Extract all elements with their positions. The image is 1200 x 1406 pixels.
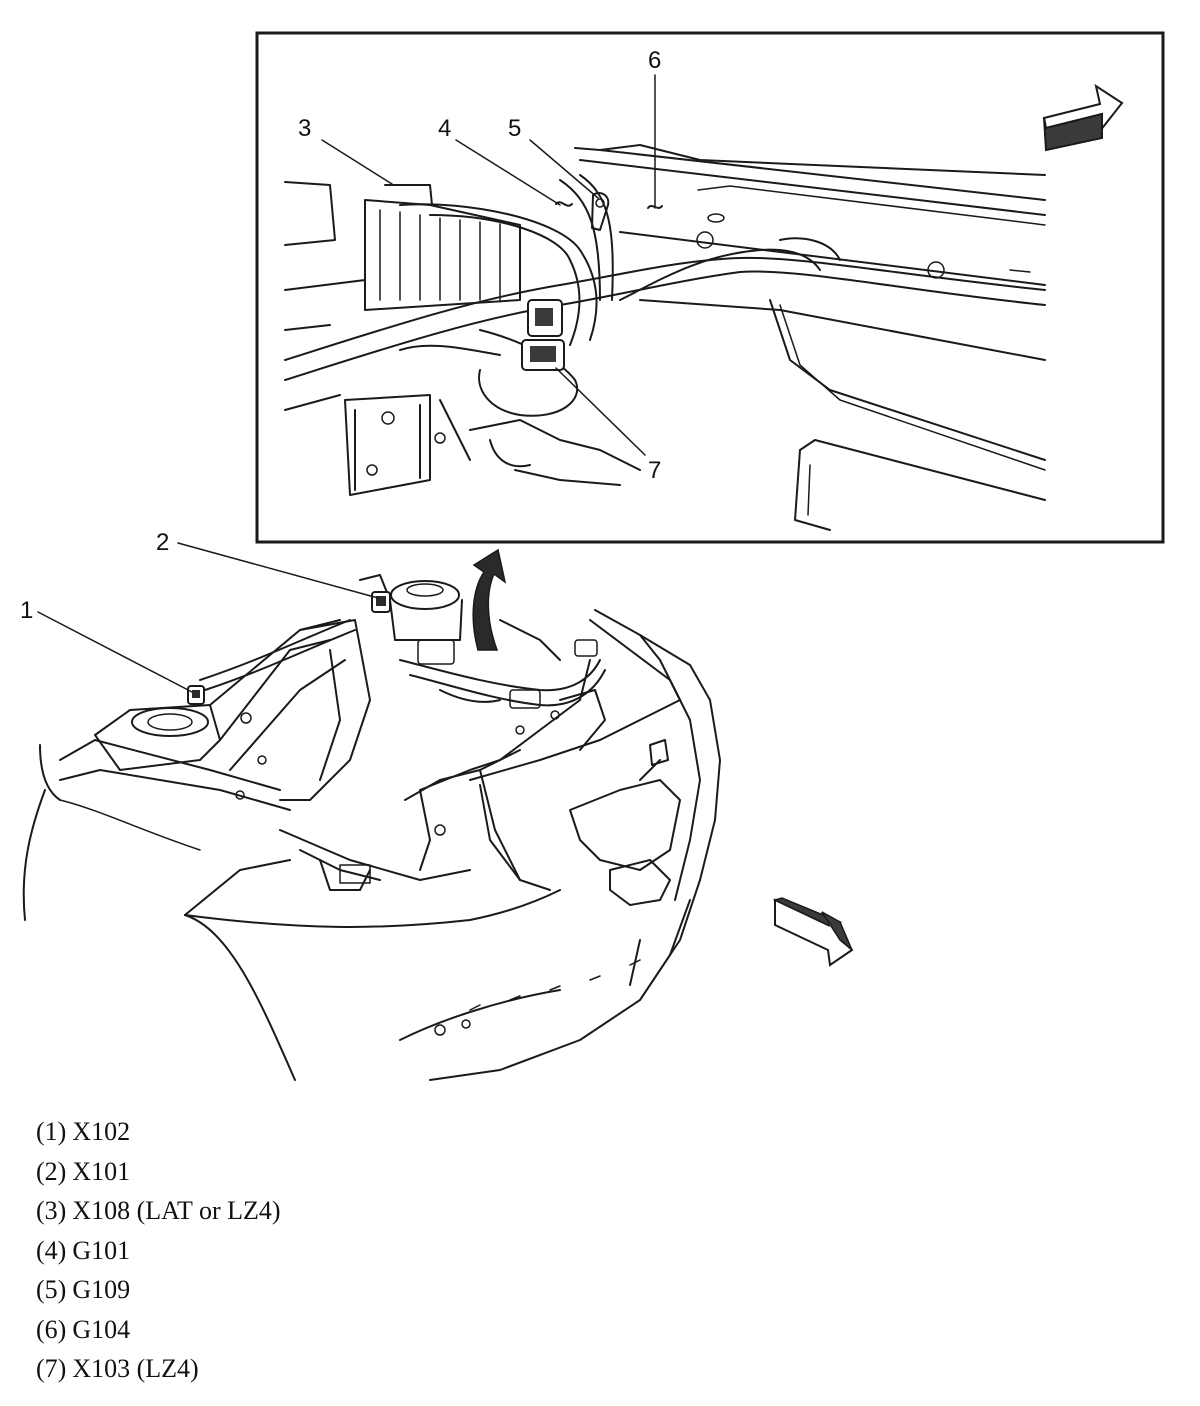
inset-ground-terminal-g109: [591, 192, 610, 231]
leader-line-2: [177, 542, 379, 599]
inset-connector-upper: [527, 299, 563, 337]
leader-line-7: [555, 367, 646, 456]
left-strut-tower: [59, 619, 346, 811]
connector-location-diagram: 1 2 3 4 5 6 7: [20, 31, 1165, 1081]
legend-text: X102: [72, 1117, 131, 1146]
inset-fuse-block-bracket: [284, 181, 521, 331]
legend-text: X108 (LAT or LZ4): [72, 1196, 281, 1225]
callout-label-7: 7: [648, 457, 661, 484]
legend-number: (2): [36, 1156, 67, 1186]
legend-item-3: (3)X108 (LAT or LZ4): [36, 1191, 281, 1231]
legend-item-2: (2)X101: [36, 1152, 281, 1192]
radiator-support: [279, 829, 471, 891]
legend-list: (1)X102 (2)X101 (3)X108 (LAT or LZ4) (4)…: [36, 1112, 281, 1389]
legend-number: (1): [36, 1117, 67, 1146]
callout-label-2: 2: [156, 529, 169, 556]
legend-item-1: (1)X102: [36, 1112, 281, 1152]
engine-wiring-harness: [199, 574, 606, 709]
legend-text: G104: [72, 1314, 131, 1344]
left-fender: [22, 744, 296, 1081]
legend-item-5: (5)G109: [36, 1270, 281, 1310]
detail-inset-frame: [255, 31, 1165, 544]
legend-number: (7): [36, 1354, 67, 1383]
leader-line-5: [529, 139, 599, 199]
forward-arrow-icon: [772, 897, 854, 967]
legend-text: X101: [72, 1156, 131, 1186]
legend-number: (5): [36, 1275, 67, 1304]
legend-text: X103 (LZ4): [72, 1354, 199, 1383]
leader-line-1: [37, 611, 193, 693]
inset-connector-x103: [521, 339, 565, 371]
inset-lower-bracket: [284, 394, 641, 496]
legend-number: (4): [36, 1235, 67, 1265]
connector-x102: [187, 685, 205, 705]
callout-label-1: 1: [20, 597, 33, 624]
callout-label-3: 3: [298, 115, 311, 142]
inset-fascia-panel: [574, 144, 1046, 531]
legend-number: (3): [36, 1196, 67, 1225]
legend-item-7: (7)X103 (LZ4): [36, 1349, 281, 1389]
front-bumper-fascia: [184, 609, 721, 1081]
direction-arrow-icon: [1042, 83, 1124, 152]
connector-x101: [371, 591, 391, 613]
right-inner-apron: [404, 659, 606, 881]
legend-number: (6): [36, 1314, 67, 1344]
callout-label-4: 4: [438, 115, 451, 142]
legend-text: G109: [72, 1275, 131, 1304]
callout-label-5: 5: [508, 115, 521, 142]
legend-item-4: (4)G101: [36, 1231, 281, 1271]
legend-item-6: (6)G104: [36, 1310, 281, 1350]
zoom-arrow-icon: [472, 548, 507, 651]
leader-line-3: [321, 139, 393, 185]
right-strut-tower: [389, 580, 463, 641]
leader-line-4: [455, 139, 561, 206]
callout-label-6: 6: [648, 47, 661, 74]
legend-text: G101: [72, 1235, 131, 1265]
